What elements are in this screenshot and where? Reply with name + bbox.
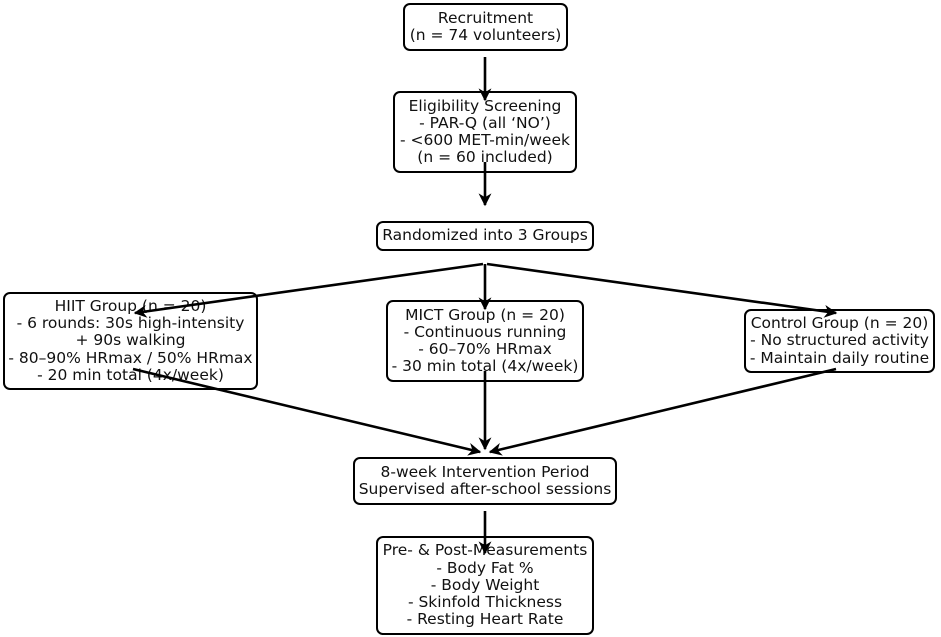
- mict-line-4: - 30 min total (4x/week): [391, 357, 579, 376]
- mict-line-3: - 60–70% HRmax: [418, 340, 552, 358]
- recruitment-line-1: Recruitment: [437, 8, 534, 27]
- intervention-line-1: 8-week Intervention Period: [380, 462, 590, 481]
- measurements-line-2: - Body Fat %: [436, 558, 534, 577]
- mict-line-1: MICT Group (n = 20): [405, 305, 565, 324]
- hiit-line-4: - 80–90% HRmax / 50% HRmax: [8, 348, 253, 367]
- hiit-line-2: - 6 rounds: 30s high-intensity: [16, 314, 245, 333]
- eligibility-line-3: - <600 MET-min/week: [399, 131, 570, 149]
- control-line-1: Control Group (n = 20): [750, 314, 929, 333]
- measurements-line-3: - Body Weight: [430, 575, 540, 594]
- control-line-3: - Maintain daily routine: [749, 348, 930, 367]
- eligibility-line-2: - PAR-Q (all ‘NO’): [419, 113, 551, 132]
- measurements-line-5: - Resting Heart Rate: [406, 610, 564, 629]
- randomization-box: Randomized into 3 Groups: [376, 221, 594, 251]
- control-line-2: - No structured activity: [750, 331, 929, 350]
- intervention-line-2: Supervised after-school sessions: [358, 480, 612, 498]
- eligibility-screening-box: Eligibility Screening - PAR-Q (all ‘NO’)…: [393, 91, 577, 173]
- intervention-period-box: 8-week Intervention Period Supervised af…: [353, 457, 617, 505]
- hiit-line-3: + 90s walking: [75, 331, 186, 350]
- hiit-line-5: - 20 min total (4x/week): [37, 365, 224, 384]
- hiit-group-box: HIIT Group (n = 20) - 6 rounds: 30s high…: [3, 292, 258, 390]
- mict-group-box: MICT Group (n = 20) - Continuous running…: [386, 300, 584, 382]
- eligibility-line-1: Eligibility Screening: [408, 96, 562, 115]
- measurements-box: Pre- & Post-Measurements - Body Fat % - …: [376, 536, 594, 635]
- measurements-line-1: Pre- & Post-Measurements: [382, 541, 588, 560]
- recruitment-box: Recruitment (n = 74 volunteers): [403, 3, 568, 51]
- randomized-line-1: Randomized into 3 Groups: [382, 226, 588, 245]
- measurements-line-4: - Skinfold Thickness: [407, 593, 563, 612]
- eligibility-line-4: (n = 60 included): [417, 148, 553, 167]
- mict-line-2: - Continuous running: [403, 322, 567, 341]
- recruitment-line-2: (n = 74 volunteers): [409, 26, 562, 44]
- hiit-line-1: HIIT Group (n = 20): [54, 296, 207, 315]
- control-group-box: Control Group (n = 20) - No structured a…: [744, 309, 935, 373]
